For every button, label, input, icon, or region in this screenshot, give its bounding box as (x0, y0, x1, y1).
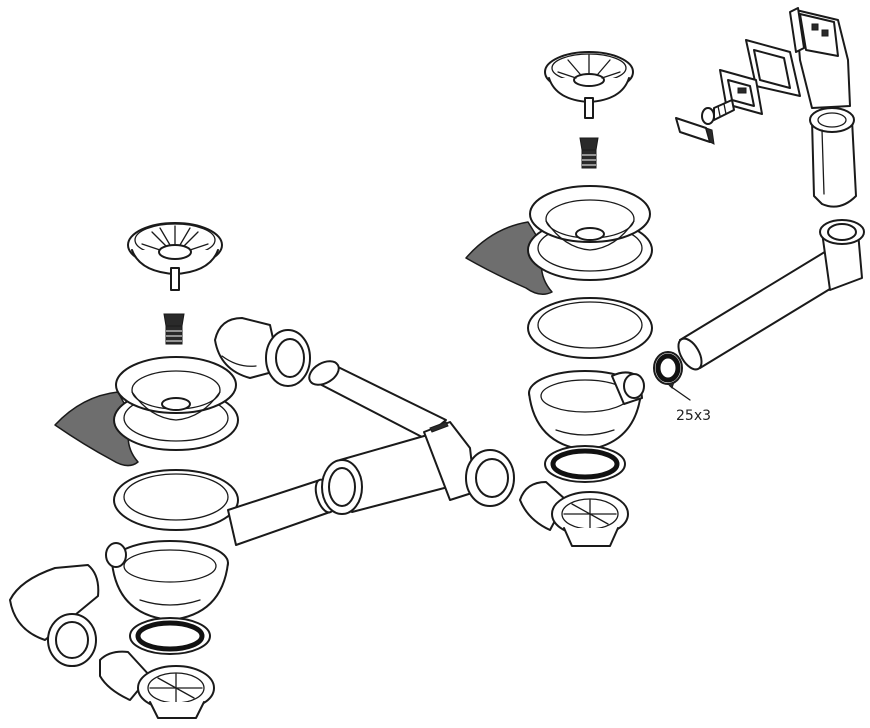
oring-25x3 (653, 351, 691, 401)
left-screw (163, 313, 185, 345)
left-sink-flange (113, 356, 239, 451)
overflow-screw (701, 99, 735, 125)
left-black-ring (129, 617, 211, 655)
right-outlet-elbow (519, 481, 629, 547)
oring-size-label: 25x3 (676, 408, 711, 424)
right-strainer-basket (544, 51, 634, 119)
right-ring-upper (527, 297, 653, 359)
left-strainer-body (105, 540, 229, 621)
right-strainer-body (528, 370, 645, 451)
right-screw (579, 137, 599, 169)
overflow-hose (677, 219, 865, 371)
left-strainer-basket (127, 222, 223, 291)
left-outlet-pipe (9, 564, 100, 667)
right-sink-flange (527, 185, 653, 281)
overflow-frame (745, 39, 801, 97)
t-connector-pipe (308, 360, 515, 515)
left-outlet-elbow (99, 650, 215, 719)
left-overflow-elbow (214, 317, 311, 387)
overflow-housing (789, 7, 851, 109)
overflow-vertical-tube (809, 107, 857, 208)
left-ring-upper (113, 469, 239, 531)
right-black-ring (544, 445, 626, 483)
overflow-cap (675, 117, 715, 145)
